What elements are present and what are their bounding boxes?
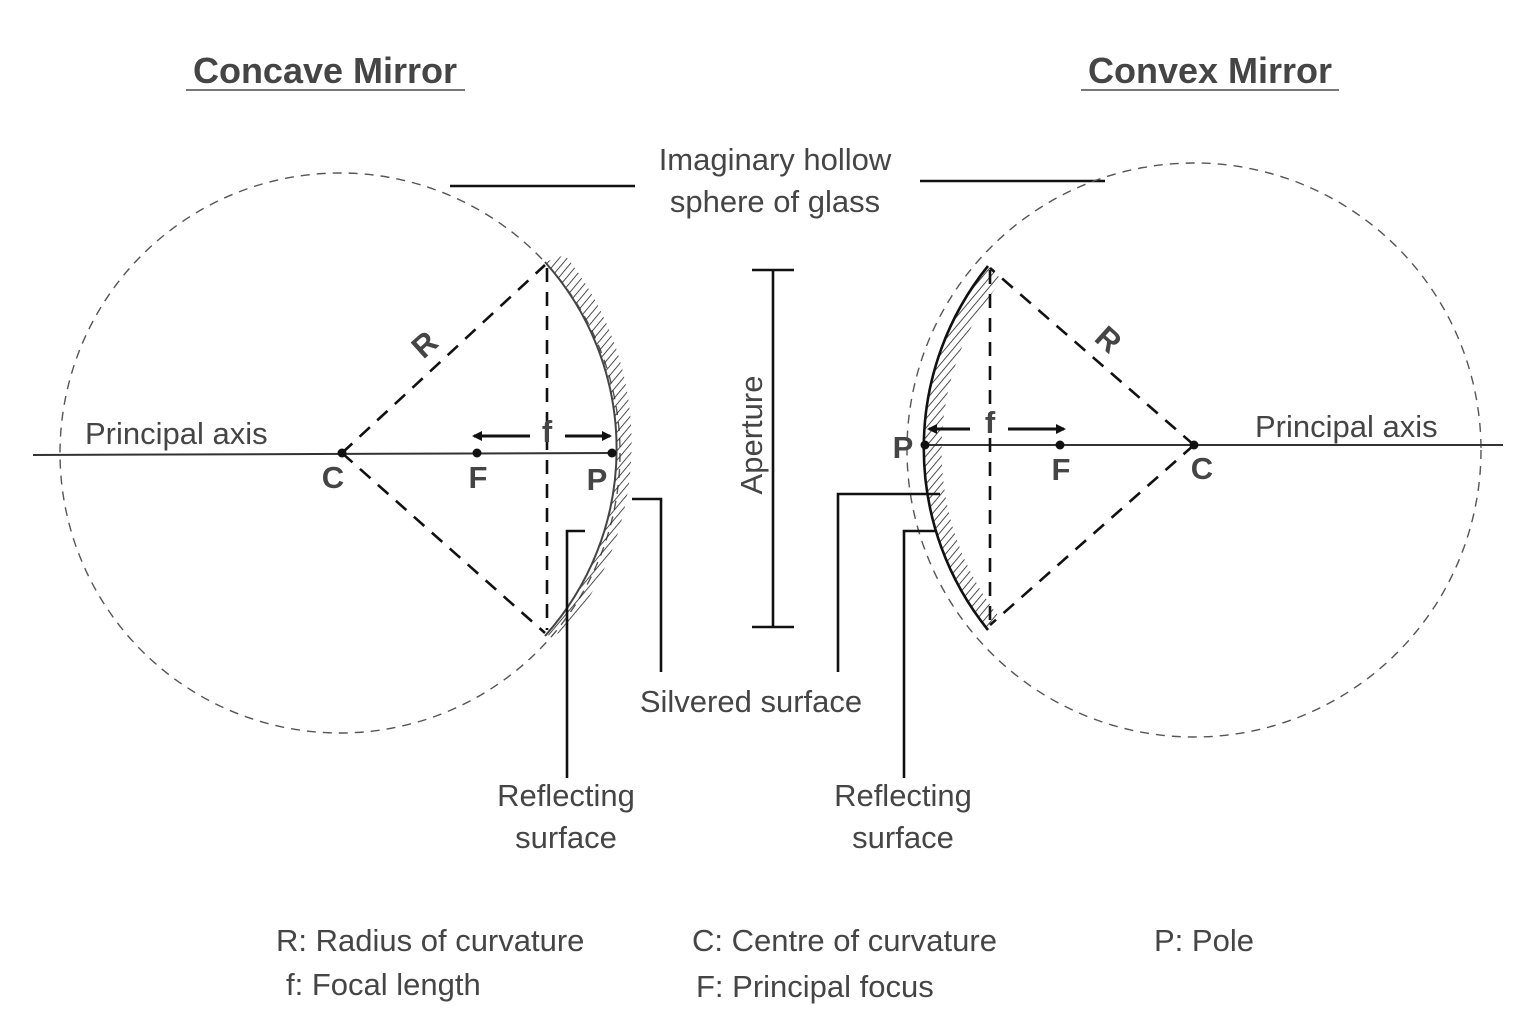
legend-item-P: P: Pole <box>1154 923 1254 958</box>
concave-C-label: C <box>322 460 344 495</box>
convex-radius-lower <box>989 444 1195 626</box>
convex-reflecting-label-line1: Reflecting <box>834 778 972 813</box>
concave-radius-lower <box>341 452 546 634</box>
convex-reflecting-leader <box>902 529 935 778</box>
concave-principal-axis <box>32 452 613 456</box>
convex-f-label: f <box>985 405 996 440</box>
convex-imaginary-sphere <box>906 162 1482 738</box>
convex-radius-upper <box>989 267 1195 446</box>
concave-point-C <box>337 448 347 458</box>
convex-F-label: F <box>1052 452 1071 487</box>
sphere-label-line1: Imaginary hollow <box>659 142 892 177</box>
convex-point-P <box>920 440 930 450</box>
sphere-label-line2: sphere of glass <box>670 184 880 219</box>
concave-F-label: F <box>469 460 488 495</box>
concave-P-label: P <box>587 462 608 497</box>
convex-point-F <box>1055 440 1065 450</box>
concave-R-label: R <box>405 324 445 365</box>
convex-R-label: R <box>1088 319 1128 360</box>
concave-radius-upper <box>341 264 546 454</box>
legend-item-R: R: Radius of curvature <box>276 923 584 958</box>
convex-principal-axis-label: Principal axis <box>1255 409 1438 444</box>
concave-reflecting-surface <box>544 261 618 637</box>
legend-item-F: F: Principal focus <box>696 969 934 1004</box>
convex-reflecting-label-line2: surface <box>852 820 954 855</box>
concave-silvered-hatching <box>545 255 632 636</box>
concave-mirror-title: Concave Mirror <box>193 50 457 91</box>
concave-reflecting-label-line1: Reflecting <box>497 778 635 813</box>
concave-point-P <box>607 448 617 458</box>
convex-mirror-title: Convex Mirror <box>1088 50 1332 91</box>
legend: R: Radius of curvature C: Centre of curv… <box>276 923 1254 1004</box>
concave-reflecting-label-line2: surface <box>515 820 617 855</box>
concave-principal-axis-label: Principal axis <box>85 416 268 451</box>
convex-point-C <box>1189 440 1199 450</box>
legend-item-C: C: Centre of curvature <box>692 923 997 958</box>
legend-item-f: f: Focal length <box>286 967 481 1002</box>
concave-silvered-leader <box>632 497 663 672</box>
silvered-surface-label: Silvered surface <box>640 684 862 719</box>
concave-f-label: f <box>542 414 553 449</box>
convex-silvered-leader <box>836 492 940 672</box>
aperture-label: Aperture <box>734 376 769 495</box>
concave-point-F <box>472 448 482 458</box>
convex-silvered-hatching <box>923 266 1002 630</box>
concave-reflecting-leader <box>565 529 585 778</box>
convex-C-label: C <box>1191 451 1213 486</box>
convex-P-label: P <box>893 430 914 465</box>
